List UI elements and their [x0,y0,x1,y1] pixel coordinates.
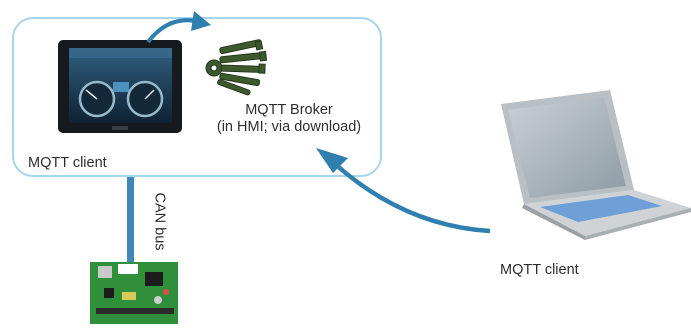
laptop-to-broker-arrow [333,162,491,234]
broker-label-line2: (in HMI; via download) [216,119,362,135]
laptop-to-broker-arrowhead [316,148,348,173]
broker-label-line1: MQTT Broker [245,102,333,118]
can-bus-line [127,177,134,263]
laptop-client-label: MQTT client [500,262,579,278]
keys-icon [205,39,268,96]
hmi-client-label: MQTT client [28,155,107,171]
laptop-icon [501,90,691,240]
circuit-board-icon [90,262,178,324]
hmi-to-broker-arrow [146,18,197,44]
hmi-to-broker-arrowhead [191,11,211,31]
can-bus-label: CAN bus [151,192,168,251]
hmi-touch-panel-icon [58,40,182,133]
